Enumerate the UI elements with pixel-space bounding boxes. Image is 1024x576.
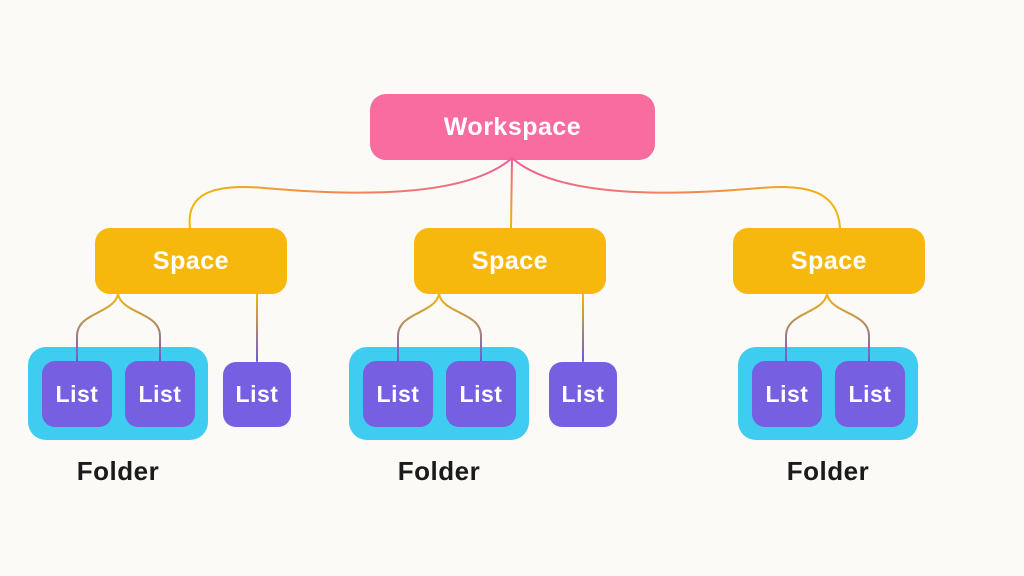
standalone-list-node-2: List [549,362,617,427]
list-node: List [752,361,822,427]
list-node: List [446,361,516,427]
list-label: List [561,381,605,407]
space-node-1: Space [95,228,287,294]
workspace-node: Workspace [370,94,655,160]
space-node-3: Space [733,228,925,294]
folder-label-3: Folder [786,456,870,486]
edge-workspace-space1 [188,157,513,229]
list-node: List [125,361,195,427]
list-label: List [848,380,892,407]
space-label: Space [471,246,549,275]
workspace-label: Workspace [443,112,582,141]
list-node: List [835,361,905,427]
folder-label-1: Folder [76,456,160,486]
list-label: List [376,380,420,407]
edge-workspace-space3 [511,157,841,229]
edge-workspace-space2 [510,157,513,229]
list-node: List [42,361,112,427]
folder-container-1: List List [28,347,208,440]
space-label: Space [790,246,868,275]
folder-container-2: List List [349,347,529,440]
list-label: List [765,380,809,407]
folder-label-2: Folder [397,456,481,486]
standalone-list-node-1: List [223,362,291,427]
space-label: Space [152,246,230,275]
space-node-2: Space [414,228,606,294]
list-label: List [138,380,182,407]
folder-container-3: List List [738,347,918,440]
list-node: List [363,361,433,427]
list-label: List [235,381,279,407]
list-label: List [459,380,503,407]
list-label: List [55,380,99,407]
